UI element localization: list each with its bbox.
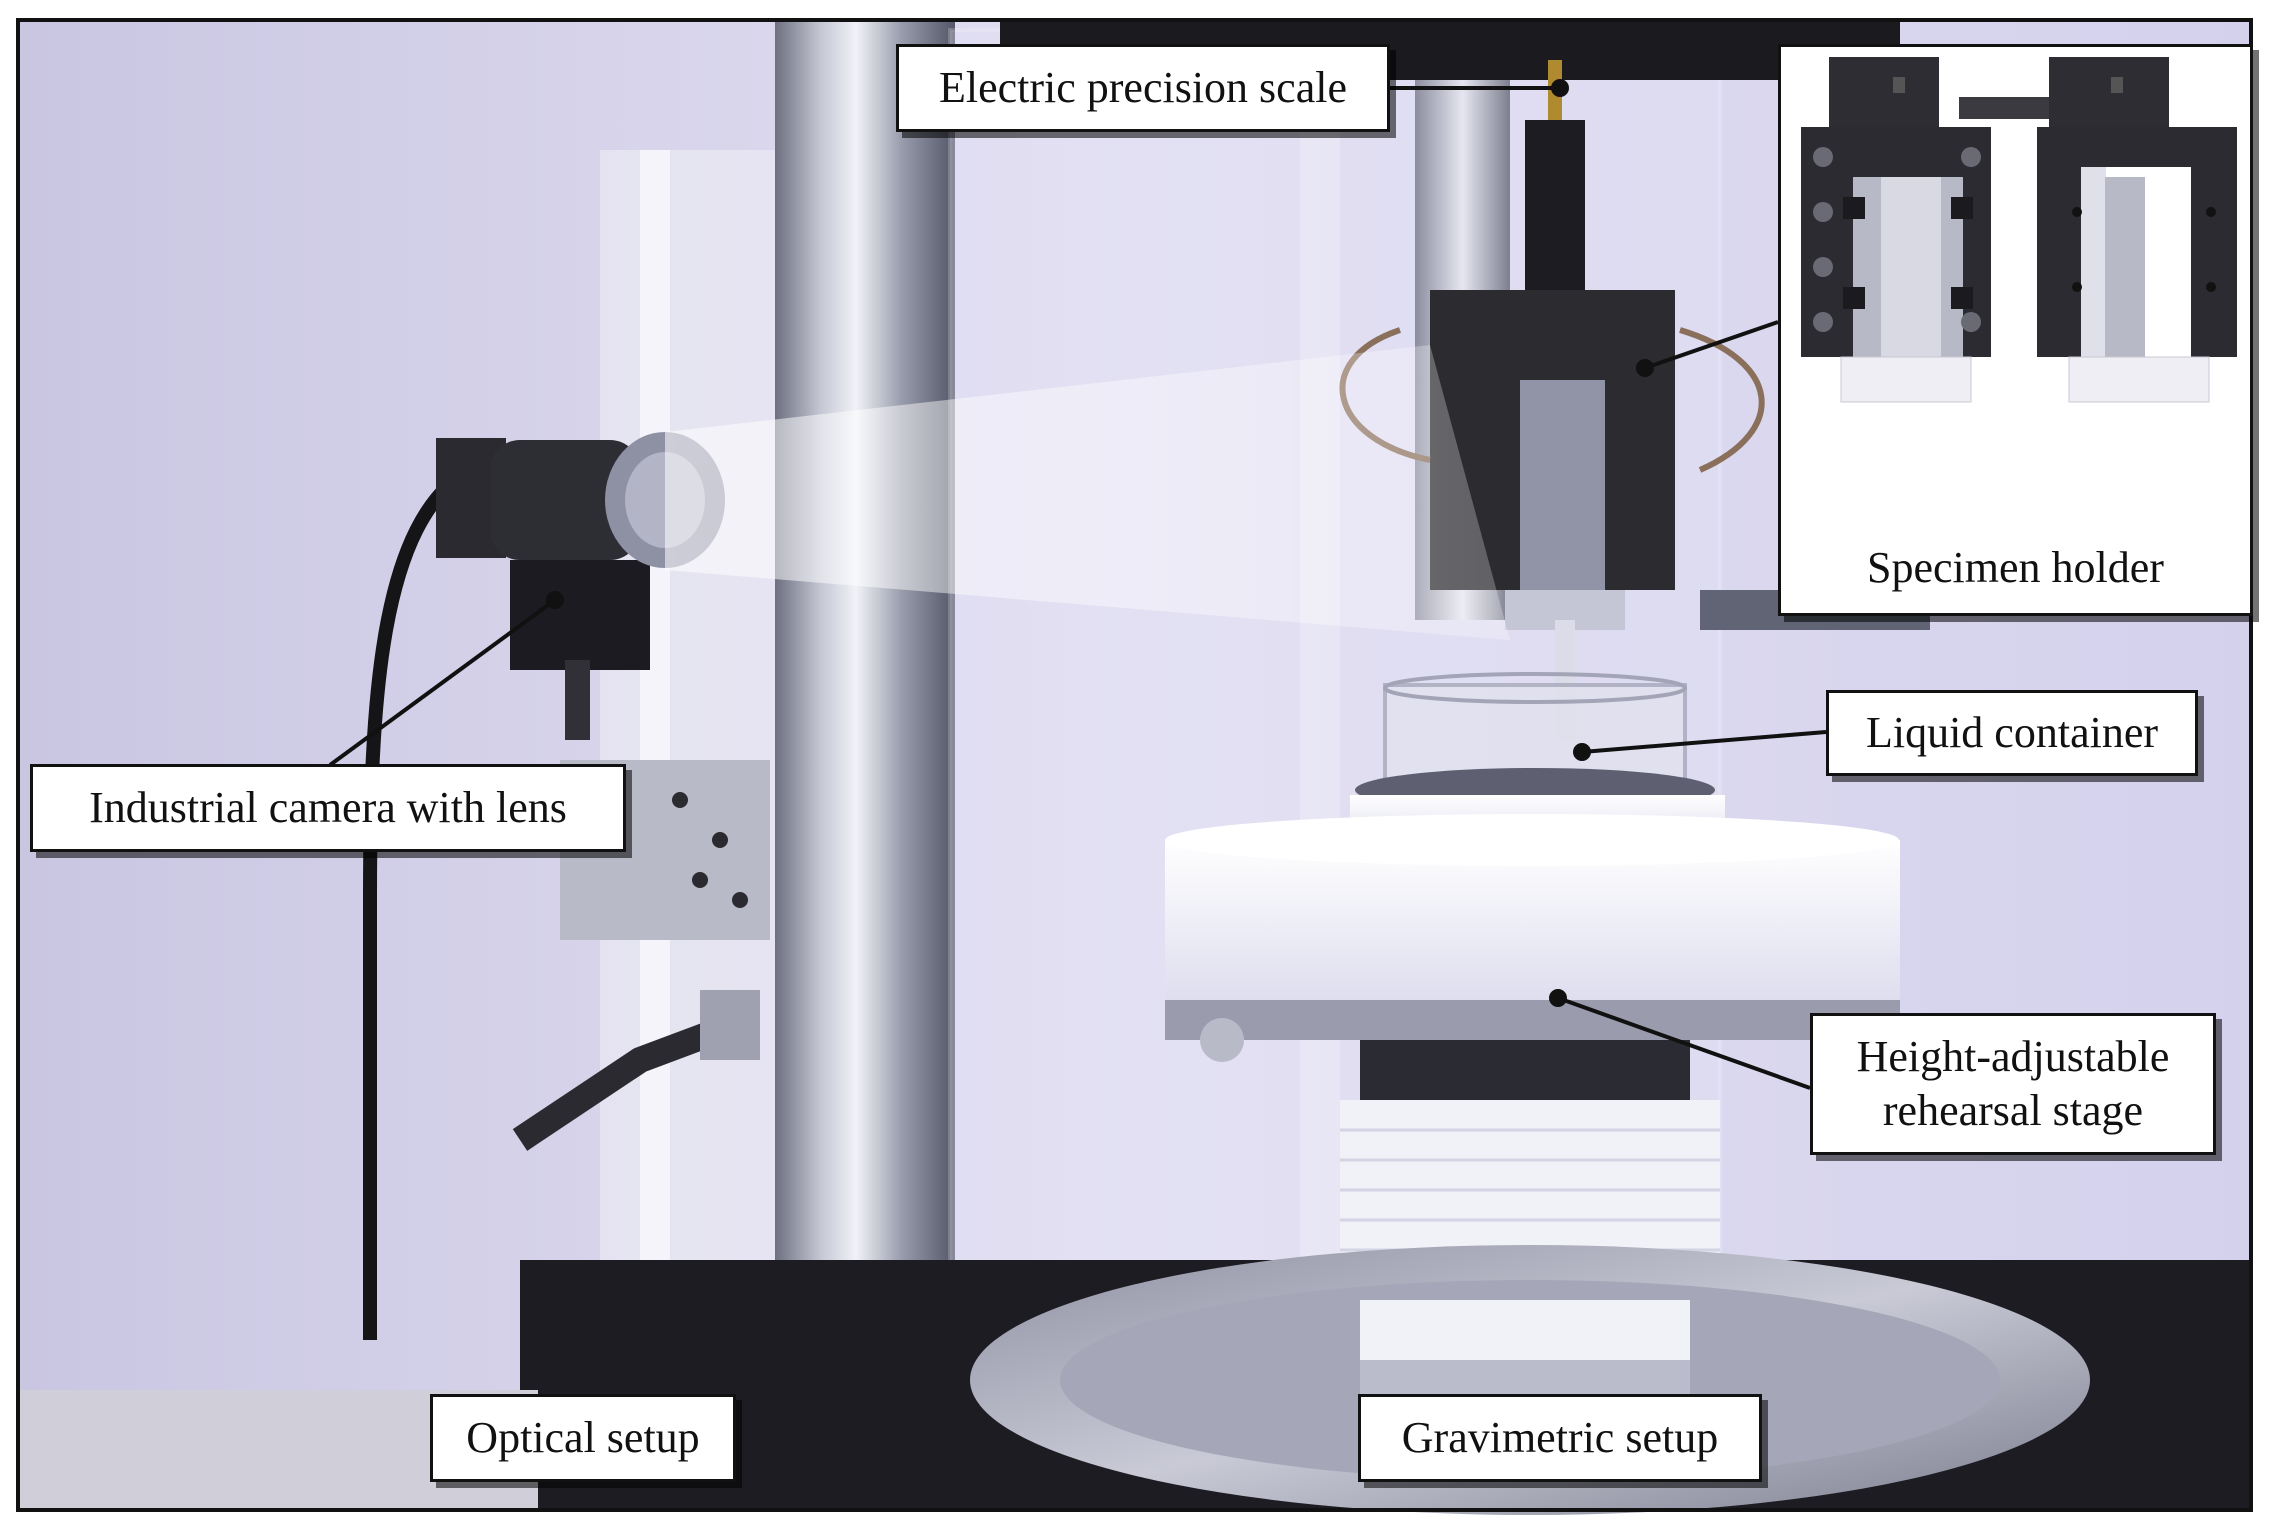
specimen-holder-label: Specimen holder [1867,543,2164,592]
aluminium-profile [600,150,780,1300]
label-optical-setup: Optical setup [430,1394,736,1482]
label-liquid-container: Liquid container [1826,690,2198,776]
leader-holder-dot [1636,359,1654,377]
label-industrial-camera: Industrial camera with lens [30,764,626,852]
label-gravimetric-setup: Gravimetric setup [1358,1394,1762,1482]
leader-camera-dot [546,591,564,609]
leader-container [1581,730,1827,754]
figure-border [16,18,2253,1512]
camera-mount [510,560,650,670]
holder-left-top [1829,57,1939,137]
leader-lines [328,79,1827,1090]
stage-ring [1360,1040,1690,1110]
leader-camera [328,598,557,767]
specimen-holder-inset: Specimen holder [1778,44,2253,616]
specimen-holder-drawing [1781,47,2250,517]
leader-container-dot [1573,743,1591,761]
stage-disc [1165,840,1900,1010]
label-height-adjustable-stage: Height-adjustable rehearsal stage [1810,1013,2216,1155]
steel-column [775,20,955,1320]
camera-view-beam [665,345,1510,640]
label-stage-line2: rehearsal stage [1882,1086,2144,1135]
leader-stage [1557,996,1811,1090]
label-stage-line1: Height-adjustable [1856,1032,2170,1081]
articulated-arm [512,1017,725,1151]
camera-lens [490,440,640,560]
stage-knob [1200,1018,1244,1062]
leader-stage-dot [1549,989,1567,1007]
hanger [1525,120,1585,290]
leader-scale-dot [1551,79,1569,97]
holder-right-top [2049,57,2169,137]
leader-holder [1644,320,1779,370]
label-electric-precision-scale: Electric precision scale [896,44,1390,132]
